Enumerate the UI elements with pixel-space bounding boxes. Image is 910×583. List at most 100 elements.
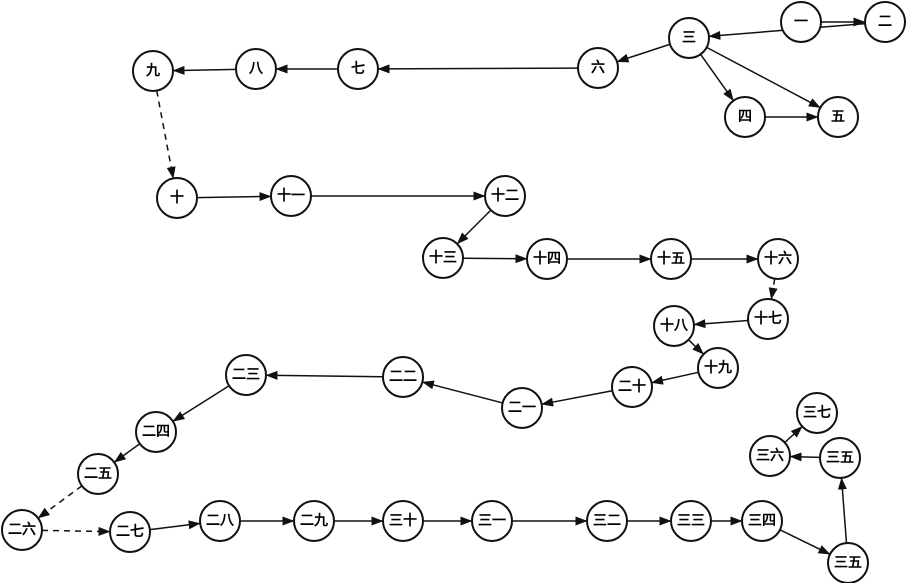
edge-arrow bbox=[149, 520, 201, 531]
node-circle bbox=[827, 542, 869, 583]
node-circle bbox=[422, 237, 464, 279]
node-label: 十八 bbox=[660, 317, 689, 334]
node-label: 六 bbox=[591, 59, 605, 76]
diagram-node: 十四 bbox=[526, 238, 568, 280]
edge-arrow bbox=[784, 426, 803, 444]
node-label: 八 bbox=[248, 61, 264, 77]
diagram-node: 十 bbox=[156, 177, 198, 219]
diagram-node: 二七 bbox=[109, 511, 151, 553]
node-circle bbox=[796, 392, 838, 434]
node-circle bbox=[135, 411, 177, 453]
edge-arrow bbox=[616, 43, 671, 63]
node-circle bbox=[471, 500, 513, 542]
edge-arrow bbox=[699, 53, 734, 102]
node-circle bbox=[864, 1, 906, 43]
diagram-node: 二九 bbox=[293, 500, 335, 542]
diagram-node: 十六 bbox=[757, 238, 799, 280]
node-circle bbox=[199, 500, 241, 542]
diagram-node: 二六 bbox=[1, 509, 43, 551]
diagram-node: 二十 bbox=[611, 366, 653, 408]
node-label: 十一 bbox=[277, 187, 305, 204]
node-label: 二三 bbox=[232, 367, 260, 383]
node-circle bbox=[77, 453, 119, 495]
node-circle bbox=[724, 96, 766, 138]
node-label: 三五 bbox=[826, 450, 854, 466]
node-label: 九 bbox=[145, 63, 160, 79]
edge-arrow bbox=[155, 90, 176, 179]
node-circle bbox=[611, 366, 653, 408]
edge-arrow bbox=[421, 380, 503, 404]
diagram-node: 三五 bbox=[827, 542, 869, 583]
edge-arrow bbox=[265, 370, 384, 380]
diagram-node: 十七 bbox=[747, 298, 789, 340]
diagram-node: 三 bbox=[668, 17, 710, 59]
node-label: 三 bbox=[682, 30, 696, 46]
diagram-node: 十一 bbox=[270, 175, 312, 217]
edge-arrow bbox=[113, 443, 141, 463]
edge-arrow bbox=[41, 526, 111, 536]
diagram-node: 三一 bbox=[471, 500, 513, 542]
node-label: 二二 bbox=[389, 369, 417, 385]
node-circle bbox=[586, 500, 628, 542]
diagram-node: 三六 bbox=[749, 435, 791, 477]
diagram-node: 二八 bbox=[199, 500, 241, 542]
edge-arrow bbox=[651, 371, 699, 385]
node-label: 十四 bbox=[533, 250, 561, 267]
edge-arrow bbox=[687, 339, 704, 355]
node-circle bbox=[670, 500, 712, 542]
node-circle bbox=[668, 17, 710, 59]
node-circle bbox=[484, 175, 526, 217]
node-circle bbox=[270, 175, 312, 217]
node-label: 三七 bbox=[803, 405, 831, 421]
node-label: 二 bbox=[878, 14, 892, 30]
node-label: 三五 bbox=[834, 555, 862, 571]
edge-arrow bbox=[706, 46, 821, 108]
diagram-node: 十三 bbox=[422, 237, 464, 279]
edge-arrow bbox=[196, 192, 272, 202]
diagram-node: 十二 bbox=[484, 175, 526, 217]
node-circle bbox=[741, 500, 783, 542]
diagram-node: 十九 bbox=[697, 347, 739, 389]
node-circle bbox=[1, 509, 43, 551]
diagram-node: 二二 bbox=[382, 356, 424, 398]
edge-arrow bbox=[456, 209, 492, 245]
diagram-node: 三十 bbox=[382, 500, 424, 542]
node-label: 二六 bbox=[8, 521, 36, 538]
node-label: 三一 bbox=[478, 513, 506, 529]
node-circle bbox=[653, 305, 695, 347]
node-circle bbox=[780, 1, 822, 43]
node-label: 三二 bbox=[593, 513, 621, 529]
edge-arrow bbox=[37, 485, 83, 519]
edge-arrow bbox=[172, 385, 230, 422]
node-circle bbox=[235, 48, 277, 90]
edge-arrow bbox=[377, 64, 579, 74]
node-circle bbox=[577, 47, 619, 89]
diagram-node: 三二 bbox=[586, 500, 628, 542]
diagram-node: 十八 bbox=[653, 305, 695, 347]
diagram-node: 一 bbox=[780, 1, 822, 43]
node-label: 三十 bbox=[389, 512, 417, 529]
node-label: 三三 bbox=[677, 513, 705, 529]
diagram-node: 二五 bbox=[77, 453, 119, 495]
node-circle bbox=[132, 50, 174, 92]
node-label: 七 bbox=[351, 61, 365, 77]
node-circle bbox=[819, 437, 861, 479]
node-label: 十五 bbox=[657, 250, 685, 267]
diagram-node: 三三 bbox=[670, 500, 712, 542]
edge-arrow bbox=[789, 452, 821, 462]
node-label: 二五 bbox=[84, 466, 112, 482]
node-label: 二九 bbox=[300, 513, 328, 529]
diagram-node: 三七 bbox=[796, 392, 838, 434]
node-circle bbox=[749, 435, 791, 477]
node-label: 十二 bbox=[491, 187, 519, 204]
node-circle bbox=[293, 500, 335, 542]
node-label: 二十 bbox=[618, 378, 646, 395]
node-circle bbox=[382, 356, 424, 398]
node-label: 四 bbox=[738, 109, 752, 125]
node-circle bbox=[337, 48, 379, 90]
node-circle bbox=[650, 238, 692, 280]
diagram-node: 八 bbox=[235, 48, 277, 90]
node-label: 一 bbox=[794, 14, 808, 30]
node-label: 十 bbox=[170, 189, 184, 206]
